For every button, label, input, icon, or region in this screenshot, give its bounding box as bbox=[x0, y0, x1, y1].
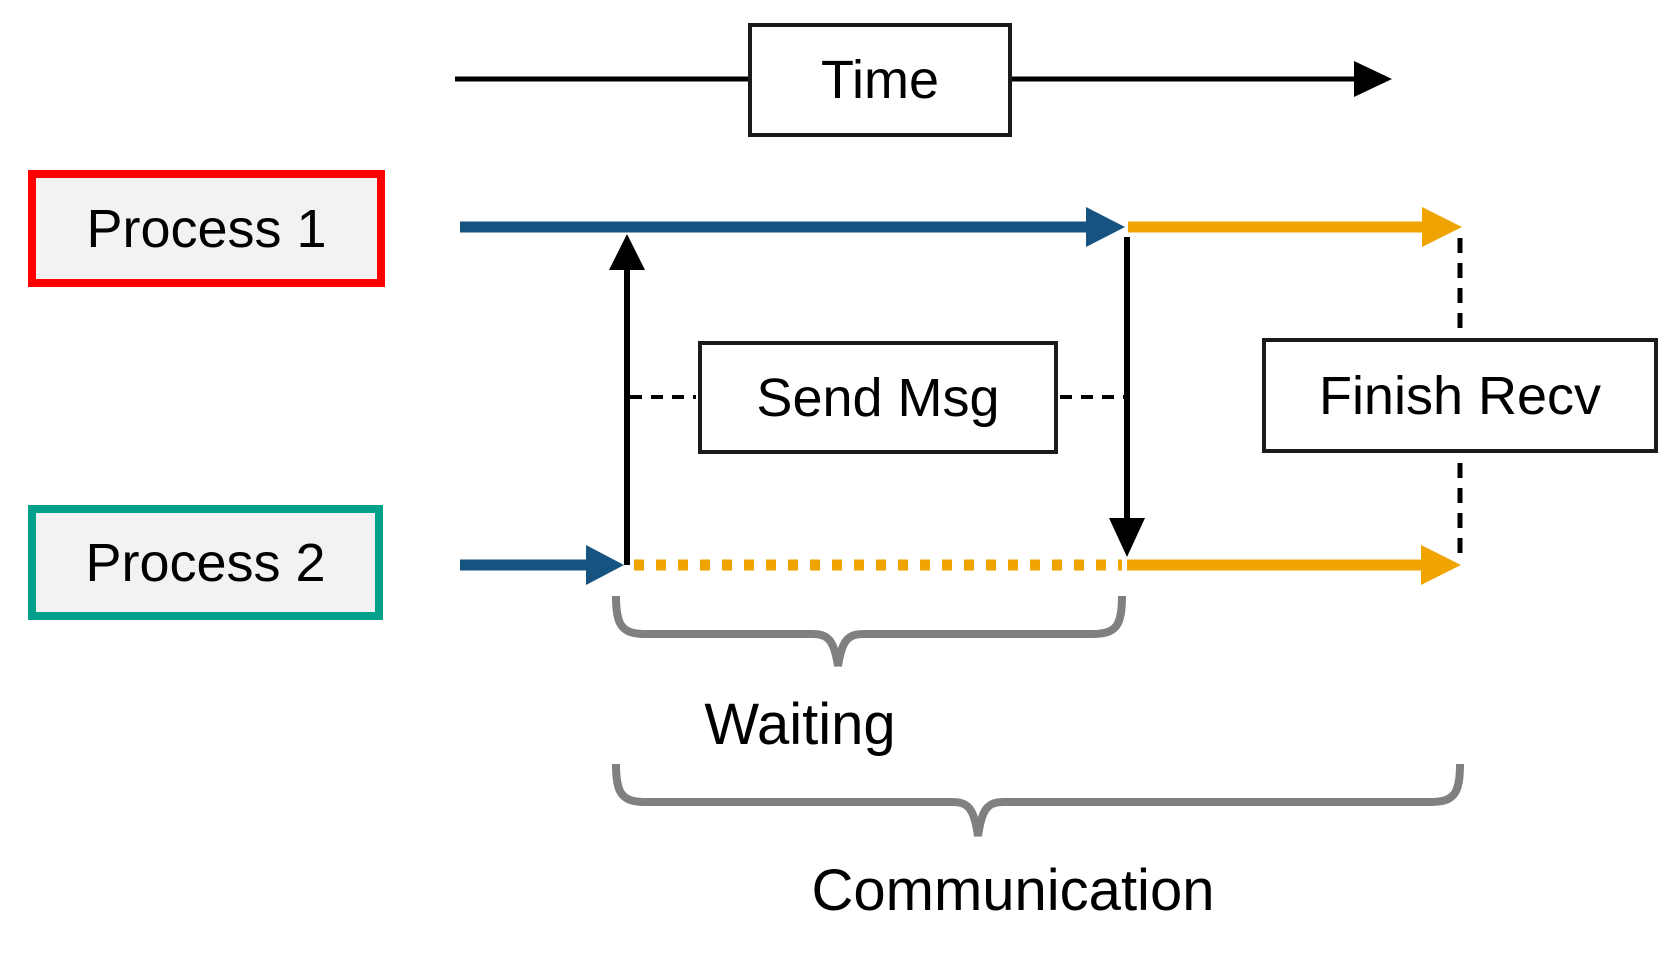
finish-recv-callout-box: Finish Recv bbox=[1262, 338, 1658, 453]
process1-orange-arrowhead bbox=[1422, 207, 1462, 247]
process1-label-box: Process 1 bbox=[28, 170, 385, 287]
waiting-label: Waiting bbox=[704, 692, 896, 757]
send-msg-label: Send Msg bbox=[756, 367, 1000, 428]
time-axis-label-box: Time bbox=[748, 23, 1012, 137]
send-start-up-arrowhead bbox=[609, 234, 645, 270]
process2-orange-arrowhead bbox=[1421, 545, 1461, 585]
communication-label: Communication bbox=[811, 858, 1215, 923]
send-complete-down-arrowhead bbox=[1109, 518, 1145, 557]
send-msg-callout-box: Send Msg bbox=[698, 341, 1058, 454]
process2-label: Process 2 bbox=[85, 532, 326, 593]
process1-blue-arrowhead bbox=[1086, 207, 1125, 247]
communication-brace bbox=[612, 763, 1464, 837]
waiting-brace bbox=[612, 595, 1126, 667]
time-axis-arrowhead bbox=[1354, 61, 1392, 97]
process1-label: Process 1 bbox=[86, 198, 327, 259]
finish-recv-label: Finish Recv bbox=[1318, 365, 1602, 426]
time-axis-label: Time bbox=[821, 50, 939, 110]
process2-label-box: Process 2 bbox=[28, 505, 383, 620]
process2-blue-arrowhead bbox=[586, 545, 624, 585]
